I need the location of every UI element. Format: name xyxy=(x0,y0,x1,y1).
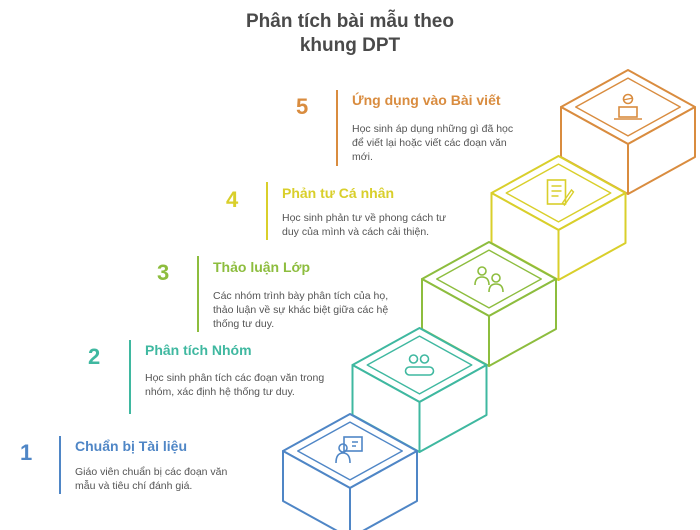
step-heading: Chuẩn bị Tài liệu xyxy=(75,438,188,454)
step-number: 5 xyxy=(296,94,309,119)
diagram-title: Phân tích bài mẫu theo khung DPT xyxy=(200,10,500,58)
step-divider xyxy=(59,436,61,494)
document-pen-icon xyxy=(546,179,575,207)
stair-step-4 xyxy=(490,155,627,281)
step-description: Các nhóm trình bày phân tích của họ, thả… xyxy=(213,290,389,330)
title-line-1: Phân tích bài mẫu theo xyxy=(246,11,454,32)
person-laptop-icon xyxy=(614,93,642,120)
step-heading: Phân tích Nhóm xyxy=(145,342,252,358)
step-heading: Phản tư Cá nhân xyxy=(282,185,395,201)
stair-step-1 xyxy=(282,413,418,530)
title-line-2: khung DPT xyxy=(299,35,401,56)
teacher-board-icon xyxy=(335,436,363,464)
step-number: 2 xyxy=(88,344,101,369)
step-number: 3 xyxy=(157,260,170,285)
step-description: Học sinh áp dụng những gì đã học để viết… xyxy=(352,123,514,163)
step-description: Học sinh phân tích các đoạn văn trong nh… xyxy=(145,372,325,398)
discussion-icon xyxy=(474,266,504,293)
stair-step-5 xyxy=(560,69,696,195)
step-heading: Thảo luận Lớp xyxy=(213,259,311,275)
step-number: 4 xyxy=(226,187,239,212)
step-heading: Ứng dụng vào Bài viết xyxy=(352,92,501,108)
step-divider xyxy=(129,340,131,414)
group-people-icon xyxy=(404,354,435,376)
step-description: Học sinh phản tư về phong cách tư duy củ… xyxy=(282,212,447,238)
stair-step-3 xyxy=(421,241,557,367)
step-divider xyxy=(336,90,338,166)
step-number: 1 xyxy=(20,440,33,465)
step-description: Giáo viên chuẩn bị các đoạn văn mẫu và t… xyxy=(75,466,228,492)
step-divider xyxy=(197,256,199,332)
stair-step-2 xyxy=(351,327,488,453)
step-divider xyxy=(266,182,268,240)
